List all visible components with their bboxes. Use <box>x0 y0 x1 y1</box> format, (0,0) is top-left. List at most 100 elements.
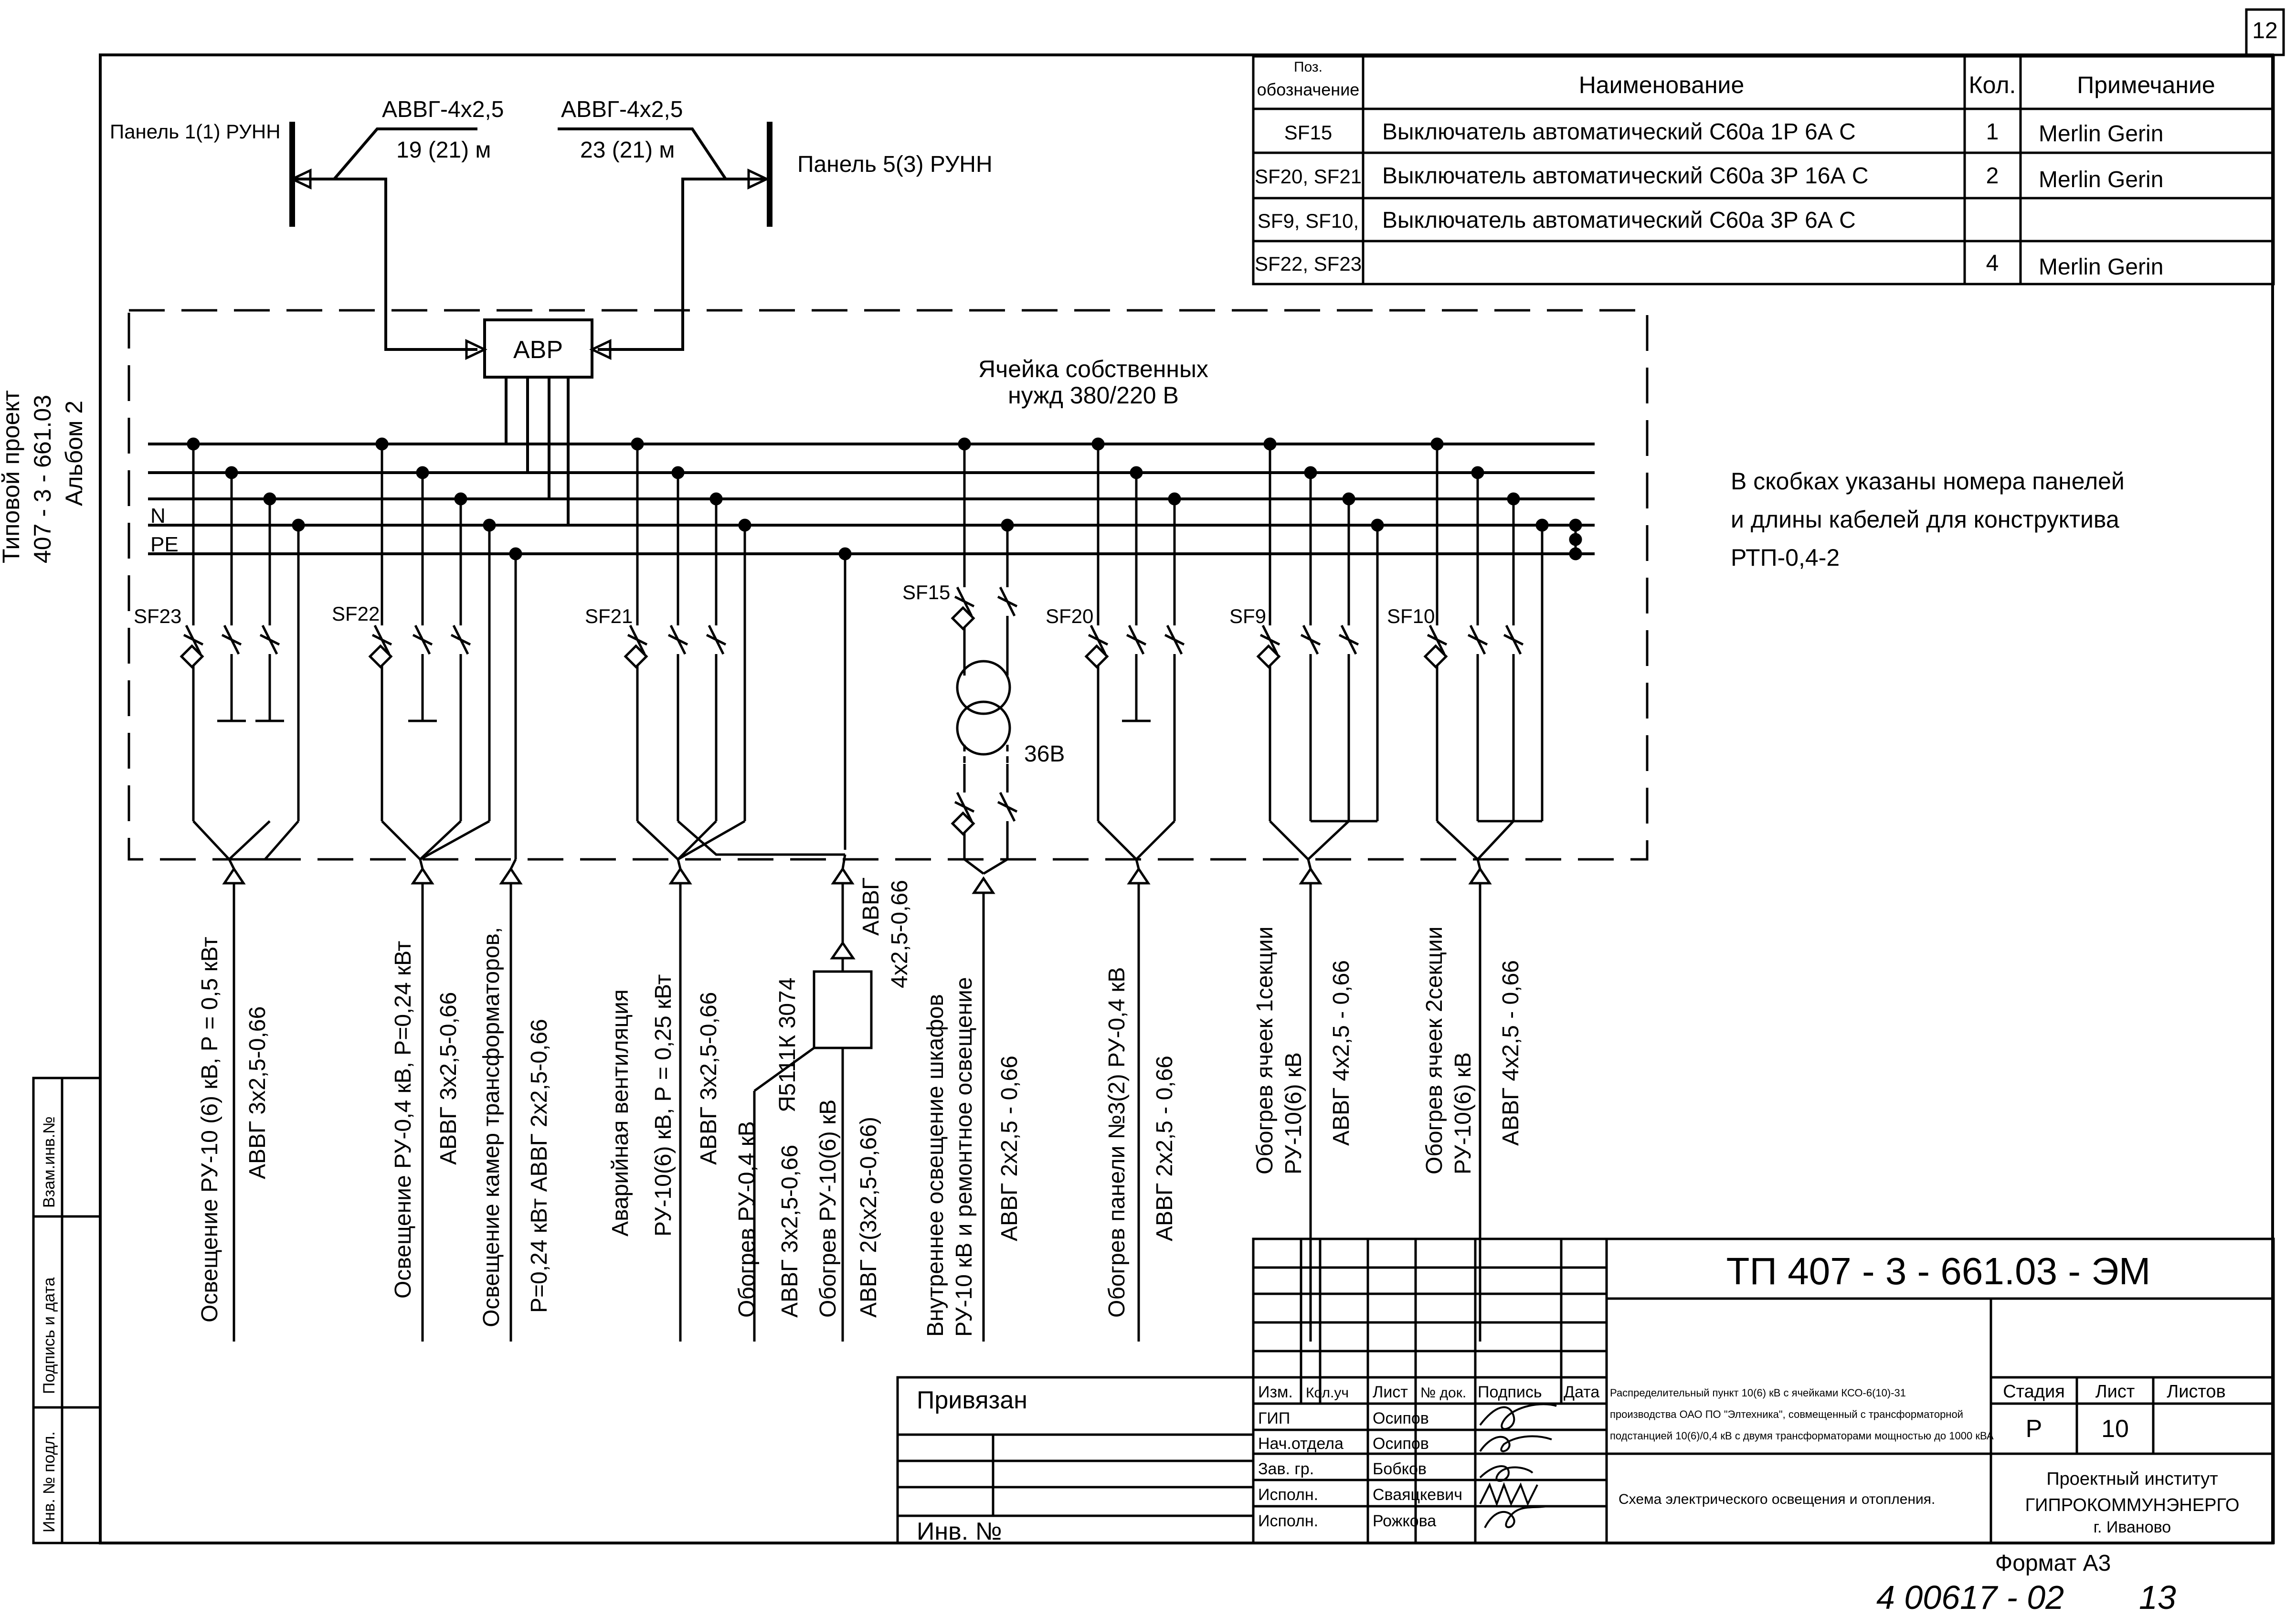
col-podpis: Подпись <box>1478 1383 1542 1401</box>
spec-row1-pos: SF15 <box>1284 121 1332 144</box>
feeder-label: АВВГ 2х2,5 - 0,66 <box>997 1056 1022 1241</box>
side-stamp-line2: 407 - 3 - 661.03 <box>29 395 56 563</box>
stamp-podpis-data: Подпись и дата <box>40 1277 58 1394</box>
col-izm: Изм. <box>1258 1383 1293 1401</box>
name-2: Осипов <box>1373 1435 1429 1453</box>
feeder-label: Освещение камер трансформаторов, <box>479 927 504 1327</box>
stamp-vzam-inv: Взам.инв.№ <box>40 1116 58 1208</box>
side-stamp-line1: Типовой проект <box>0 390 24 563</box>
role-gip: ГИП <box>1258 1409 1290 1427</box>
drawing-frame <box>99 8 2285 1544</box>
feeder-labels: Освещение РУ-10 (6) кВ, Р = 0,5 кВт АВВГ… <box>197 877 1524 1337</box>
stamp-inv-podl: Инв. № подл. <box>40 1431 58 1532</box>
spec-row3-name: Выключатель автоматический С60а 3Р 6А С <box>1382 208 1856 233</box>
col-list: Лист <box>1373 1383 1408 1401</box>
breaker-symbols <box>180 586 1524 875</box>
bus-pe-label: PE <box>150 533 179 556</box>
name-5: Рожкова <box>1373 1512 1436 1530</box>
feeder-label: АВВГ 2(3х2,5-0,66) <box>856 1117 881 1318</box>
breaker-sf21-label: SF21 <box>585 605 633 627</box>
role-zav-gr: Зав. гр. <box>1258 1460 1314 1478</box>
feeder-label: Аварийная вентиляция <box>608 989 633 1237</box>
breaker-sf20-label: SF20 <box>1046 605 1093 627</box>
cable-left-length: 19 (21) м <box>396 137 491 163</box>
feeder-label: Обогрев панели №3(2) РУ-0,4 кВ <box>1104 967 1130 1318</box>
spec-row1-name: Выключатель автоматический С60а 1Р 6А С <box>1382 119 1856 145</box>
sheet-number: 12 <box>2252 18 2277 43</box>
format-label: Формат А3 <box>1995 1551 2111 1576</box>
avr-label: АВР <box>513 336 563 364</box>
supply-section: Панель 1(1) РУНН Панель 5(3) РУНН АВВГ-4… <box>110 97 993 525</box>
spec-row3-pos: SF9, SF10, <box>1258 210 1359 232</box>
spec-row4-pos: SF22, SF23 <box>1255 253 1362 275</box>
cell-title-1: Ячейка собственных <box>978 356 1208 382</box>
breaker-sf23-label: SF23 <box>134 605 181 627</box>
feeder-label: АВВГ 3х2,5-0,66 <box>696 992 721 1165</box>
feeder-label: Освещение РУ-10 (6) кВ, Р = 0,5 кВт <box>197 937 222 1322</box>
feeder-label: Обогрев РУ-0,4 кВ <box>734 1121 760 1318</box>
name-1: Осипов <box>1373 1409 1429 1427</box>
feeder-label: АВВГ <box>858 877 884 936</box>
sheet-label: Лист <box>2095 1382 2135 1402</box>
signatures <box>1479 1403 1557 1528</box>
stage-label: Стадия <box>2003 1382 2065 1402</box>
title-block: ТП 407 - 3 - 661.03 - ЭМ Привязан Инв. №… <box>896 1237 2275 1545</box>
col-data: Дата <box>1564 1383 1599 1401</box>
feeder-label: АВВГ 4х2,5 - 0,66 <box>1498 960 1524 1146</box>
breaker-sf10-label: SF10 <box>1387 605 1435 627</box>
note-line-3: РТП-0,4-2 <box>1731 544 1840 571</box>
panel-left-label: Панель 1(1) РУНН <box>110 120 281 143</box>
panel-right-label: Панель 5(3) РУНН <box>797 152 993 177</box>
feeder-label: Внутреннее освещение шкафов <box>923 994 948 1337</box>
spec-header-note: Примечание <box>2077 72 2215 98</box>
note-line-1: В скобках указаны номера панелей <box>1731 468 2125 495</box>
feeder-label: Обогрев РУ-10(6) кВ <box>815 1099 841 1318</box>
feeder-label: АВВГ 2х2,5 - 0,66 <box>1152 1056 1177 1241</box>
handwritten-inventory: 4 00617 - 02 <box>1876 1579 2064 1616</box>
cell-title-2: нужд 380/220 В <box>1008 382 1179 409</box>
description-1: Распределительный пункт 10(6) кВ с ячейк… <box>1610 1387 1906 1399</box>
role-nach-otdela: Нач.отдела <box>1258 1435 1344 1453</box>
spec-row1-note: Merlin Gerin <box>2039 121 2163 147</box>
side-stamp-line3: Альбом 2 <box>61 401 87 506</box>
cable-right-length: 23 (21) м <box>580 137 675 163</box>
bus-n-label: N <box>150 504 166 528</box>
note-block: В скобках указаны номера панелей и длины… <box>1731 468 2125 571</box>
spec-header-name: Наименование <box>1579 72 1745 98</box>
feeder-label: АВВГ 4х2,5 - 0,66 <box>1329 960 1354 1146</box>
transformer-voltage-label: 36В <box>1024 741 1065 767</box>
spec-table: Поз. обозначение Наименование Кол. Приме… <box>1252 55 2275 285</box>
spec-row2-name: Выключатель автоматический С60а 3Р 16А С <box>1382 163 1868 189</box>
role-ispoln-1: Исполн. <box>1258 1486 1318 1504</box>
feeder-label: АВВГ 3х2,5-0,66 <box>245 1006 270 1179</box>
handwritten-page: 13 <box>2139 1579 2176 1616</box>
sheets-label: Листов <box>2167 1382 2225 1402</box>
breaker-sf22-label: SF22 <box>332 602 380 625</box>
feeder-label: Р=0,24 кВт АВВГ 2х2,5-0,66 <box>527 1019 552 1313</box>
feeder-label: Я5111К 3074 <box>775 978 800 1112</box>
side-stamp: Типовой проект 407 - 3 - 661.03 Альбом 2… <box>0 390 102 1544</box>
privyazan-label: Привязан <box>917 1386 1027 1414</box>
feeder-label: РУ-10 кВ и ремонтное освещение <box>952 977 977 1337</box>
feeder-label: РУ-10(6) кВ <box>1281 1052 1306 1174</box>
cell-boundary <box>127 309 1649 861</box>
feeder-label: Обогрев ячеек 1секции <box>1252 927 1278 1175</box>
org-line-1: Проектный институт <box>2046 1469 2218 1489</box>
spec-row2-pos: SF20, SF21 <box>1255 165 1362 188</box>
spec-row2-note: Merlin Gerin <box>2039 167 2163 192</box>
spec-row4-note: Merlin Gerin <box>2039 254 2163 280</box>
org-line-3: г. Иваново <box>2094 1518 2171 1536</box>
spec-row2-qty: 2 <box>1986 163 1999 189</box>
spec-row4-qty: 4 <box>1986 251 1999 276</box>
cable-left-label: АВВГ-4х2,5 <box>382 97 504 122</box>
inv-no-label: Инв. № <box>917 1518 1002 1545</box>
spec-header-pos-1: Поз. <box>1294 59 1323 75</box>
org-line-2: ГИПРОКОММУНЭНЕРГО <box>2025 1495 2240 1515</box>
spec-header-pos-2: обозначение <box>1257 80 1360 99</box>
cable-right-label: АВВГ-4х2,5 <box>561 97 683 122</box>
bus-taps <box>187 437 1582 850</box>
col-kol-uch: Кол.уч <box>1306 1385 1349 1401</box>
sheet-value: 10 <box>2101 1415 2129 1443</box>
cable-funnels <box>192 820 1542 861</box>
doc-code: ТП 407 - 3 - 661.03 - ЭМ <box>1726 1250 2151 1292</box>
